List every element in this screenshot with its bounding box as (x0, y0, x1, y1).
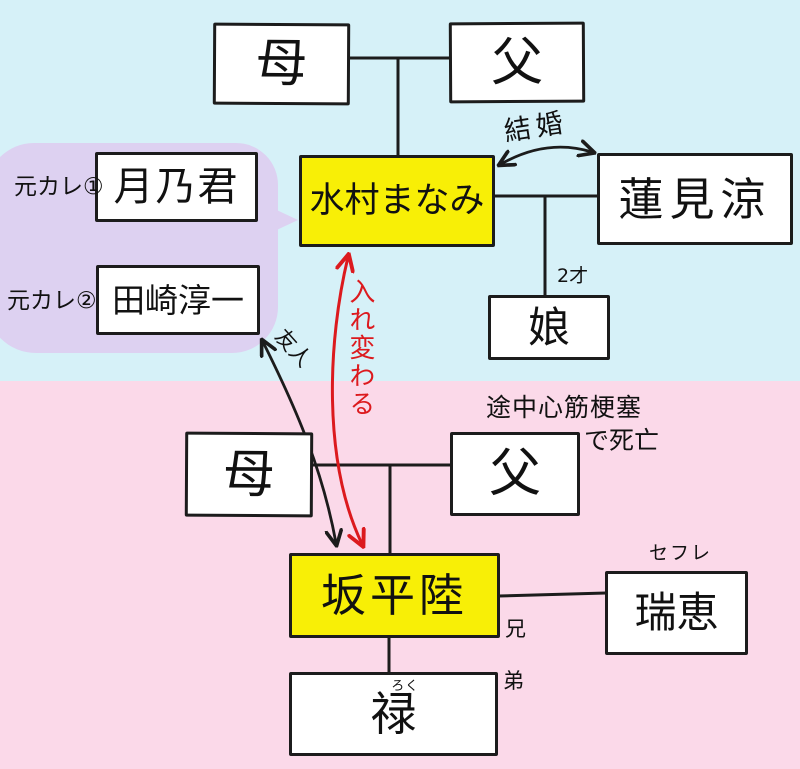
roku-label: 禄 (370, 687, 417, 741)
marriage-arrow (501, 147, 592, 164)
father-death-note-line1: 途中心筋梗塞 (486, 393, 643, 422)
ex-boyfriend-2-label: 元カレ② (7, 288, 97, 314)
node-hasumi-ryo: 蓮見涼 (597, 153, 793, 245)
younger-brother-label: 弟 (503, 669, 524, 693)
riku-mizue-line (498, 591, 607, 598)
father-death-note-line2: で死亡 (584, 426, 660, 455)
daughter-age-label: 2才 (557, 265, 589, 287)
sefure-label: セフレ (649, 542, 713, 564)
ex-boyfriend-1-label: 元カレ① (14, 174, 104, 200)
node-mother-bottom: 母 (184, 431, 314, 518)
node-father-bottom: 父 (450, 432, 580, 516)
ex-boyfriends-bubble-tail (266, 205, 298, 235)
node-daughter: 娘 (488, 295, 610, 360)
swap-label: 入れ変わる (344, 278, 375, 418)
node-mizumura-manami: 水村まなみ (299, 155, 495, 247)
node-mizue: 瑞恵 (605, 571, 748, 655)
swap-arrow (330, 257, 362, 544)
roku-furigana: ろく (391, 679, 420, 694)
node-mother-top: 母 (212, 22, 351, 106)
node-tazaki-junichi: 田崎淳一 (96, 265, 260, 335)
node-tsukino-kun: 月乃君 (95, 152, 258, 222)
older-brother-label: 兄 (505, 617, 526, 641)
node-sakahira-riku: 坂平陸 (289, 553, 500, 638)
node-roku: ろく 禄 (289, 672, 498, 756)
node-father-top: 父 (448, 21, 586, 104)
